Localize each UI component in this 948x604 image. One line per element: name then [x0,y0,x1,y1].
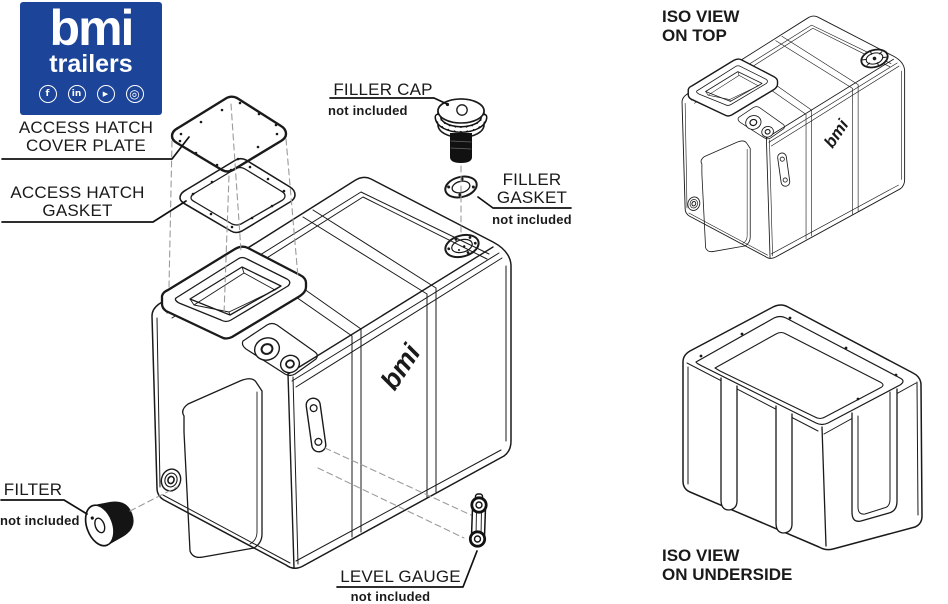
skid-channel [775,405,793,534]
filter-port [160,468,182,492]
projection-lines [129,103,472,539]
iso-underside-view-title: ISO VIEW ON UNDERSIDE [662,546,792,584]
label-access-hatch-cover-plate: ACCESS HATCH COVER PLATE [0,119,172,155]
note-filler-cap: not included [328,103,408,118]
main-tank-drawing: bmi [151,176,512,569]
view-title-line: ON UNDERSIDE [662,565,793,584]
cap-threaded-stem [450,133,472,163]
label-filler-cap: FILLER CAP [332,81,434,99]
brand-subtitle: trailers [49,50,133,78]
access-hatch-gasket-drawing [179,157,296,234]
brand-name: bmi [49,0,135,56]
filler-cap-installed-drawing [860,48,889,69]
label-filter: FILTER [2,481,64,499]
label-line: GASKET [42,201,113,220]
filler-cap-drawing [434,98,488,163]
note-filter: not included [0,513,80,528]
u-channel [851,388,898,522]
brand-logo: bmi trailers f in ▶ ◎ [20,2,162,115]
label-access-hatch-gasket: ACCESS HATCH GASKET [0,184,155,220]
view-title-line: ISO VIEW [662,7,740,26]
youtube-icon[interactable]: ▶ [96,85,115,103]
instagram-icon[interactable]: ◎ [125,85,144,103]
label-level-gauge: LEVEL GAUGE [337,568,464,586]
leader-lines [0,97,572,588]
filler-port [444,233,480,259]
view-title-line: ON TOP [662,26,727,45]
iso-top-view-title: ISO VIEW ON TOP [662,7,739,45]
filter-drawing [84,501,134,547]
linkedin-icon[interactable]: in [67,85,86,103]
label-line: LEVEL GAUGE [340,567,461,586]
note-filler-gasket: not included [492,212,572,227]
level-gauge-drawing [468,493,488,548]
access-hatch-opening [160,245,308,340]
facebook-icon[interactable]: f [38,85,57,103]
gauge-mount-plate [305,397,327,453]
label-line: COVER PLATE [26,136,146,155]
label-line: ACCESS HATCH [10,183,145,202]
vent-fittings [241,322,318,377]
access-hatch-cover-plate-drawing [170,95,288,173]
label-filler-gasket: FILLER GASKET [492,171,572,207]
view-title-line: ISO VIEW [662,546,740,565]
iso-underside-tank-drawing [682,304,923,551]
label-line: FILLER CAP [333,80,433,99]
label-line: FILLER [502,170,562,189]
label-line: GASKET [496,188,568,207]
social-icons-row: f in ▶ ◎ [38,85,144,103]
iso-top-tank-drawing [681,15,906,260]
skid-channel [720,377,738,511]
label-line: ACCESS HATCH [18,118,154,137]
rim-bolts [699,316,898,401]
seam-band [239,209,437,538]
label-line: FILTER [3,480,63,499]
side-recess-panel [182,378,263,559]
note-level-gauge: not included [350,589,431,604]
